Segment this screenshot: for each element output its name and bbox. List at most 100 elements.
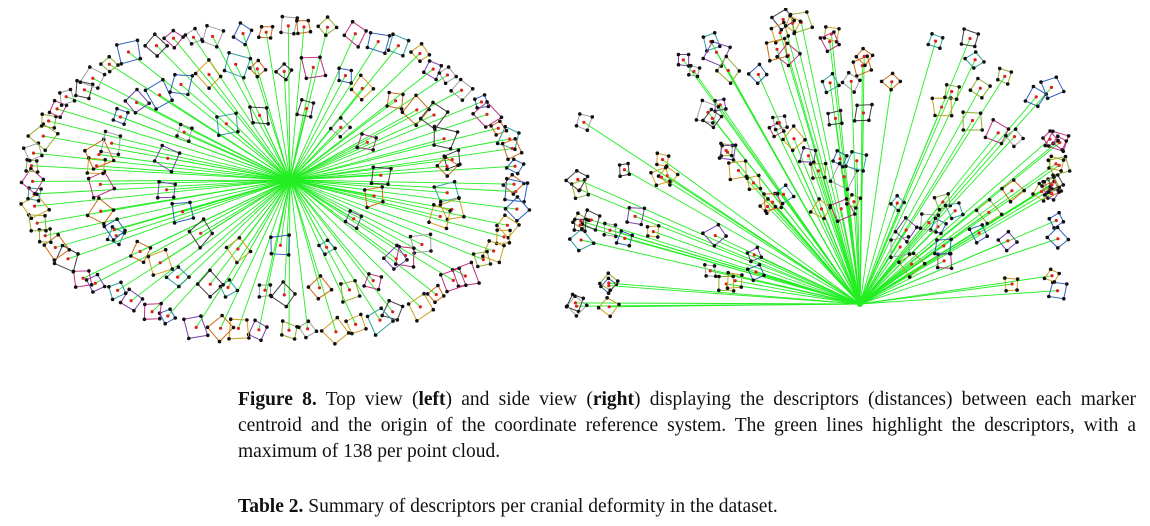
marker [617,161,632,178]
marker-centroid [354,322,358,326]
marker-point [231,325,236,330]
marker-point [755,245,760,250]
marker-point [328,126,333,131]
marker-point [502,243,506,248]
marker-point [26,196,30,201]
descriptor-line [167,157,291,181]
coordinate-origin [287,177,293,183]
descriptor-line [859,193,1053,305]
descriptor-line [859,163,1057,305]
marker-point [1052,280,1057,284]
marker-point [781,137,785,142]
marker-point [580,227,584,231]
marker-centroid [81,276,85,280]
marker-centroid [1048,137,1052,141]
descriptor-line [289,108,308,181]
top-view-panel [4,8,544,368]
marker-point [118,134,123,138]
marker-centroid [514,190,518,194]
marker-point [365,205,369,210]
marker-point [858,78,862,83]
marker [47,98,69,119]
marker-point [76,252,80,256]
marker-point [112,186,117,191]
marker-point [725,286,730,291]
marker-point [625,220,629,224]
descriptor-line [289,41,379,181]
marker-point [427,53,432,57]
marker [599,276,619,296]
marker-centroid [282,293,286,297]
descriptor-line [856,160,861,305]
marker-point [773,127,778,132]
marker-point [963,56,967,61]
marker-point [140,297,145,301]
marker-point [943,203,948,208]
marker-point [798,19,803,24]
marker-centroid [445,164,449,168]
marker-point [224,245,229,250]
descriptor-line [767,206,861,305]
marker-centroid [93,281,97,285]
marker-point [365,45,370,50]
marker-centroid [633,214,637,218]
marker-point [394,262,398,266]
marker-point [897,260,901,264]
descriptor-line [280,179,291,246]
marker-point [852,119,857,123]
marker-point [193,71,198,76]
marker-centroid [1054,218,1058,223]
marker-point [221,283,225,287]
marker-point [1013,127,1018,131]
marker [439,266,468,294]
marker [625,206,647,227]
marker [21,141,44,163]
descriptor-line [289,109,418,181]
marker [676,52,691,68]
marker-point [577,248,581,253]
marker-centroid [713,234,717,238]
marker-point [689,63,693,68]
marker-point [513,137,517,141]
descriptor-line [609,229,861,305]
marker-point [627,172,632,177]
marker-centroid [158,261,162,265]
marker-point [724,54,729,59]
marker-point [299,56,304,60]
marker-point [729,153,734,158]
marker-point [289,68,294,72]
marker-point [837,42,841,47]
descriptor-line [111,142,291,181]
marker [195,268,225,299]
marker-centroid [150,310,154,314]
marker-point [739,285,744,289]
marker-point [317,243,321,248]
marker-point [155,54,159,58]
marker-point [507,241,512,245]
marker-point [845,187,850,192]
marker-point [48,227,52,231]
descriptor-line [634,215,861,305]
marker-point [36,199,41,203]
descriptor-line [289,127,342,181]
marker-point [573,217,577,222]
marker-point [151,273,156,277]
marker [568,227,596,253]
marker-point [771,115,775,120]
marker-point [123,99,128,103]
marker-point [889,255,893,259]
descriptor-line [56,108,291,181]
marker-point [295,16,300,20]
marker-centroid [819,207,823,211]
marker-point [605,296,609,300]
marker-point [1045,96,1050,101]
descriptor-line [289,148,513,181]
marker-point [896,208,900,213]
marker-point [29,216,34,221]
marker-point [399,107,404,111]
marker-centroid [282,69,286,74]
marker-centroid [431,67,435,71]
marker-point [178,122,183,127]
marker-point [247,336,251,340]
marker-point [817,197,821,201]
